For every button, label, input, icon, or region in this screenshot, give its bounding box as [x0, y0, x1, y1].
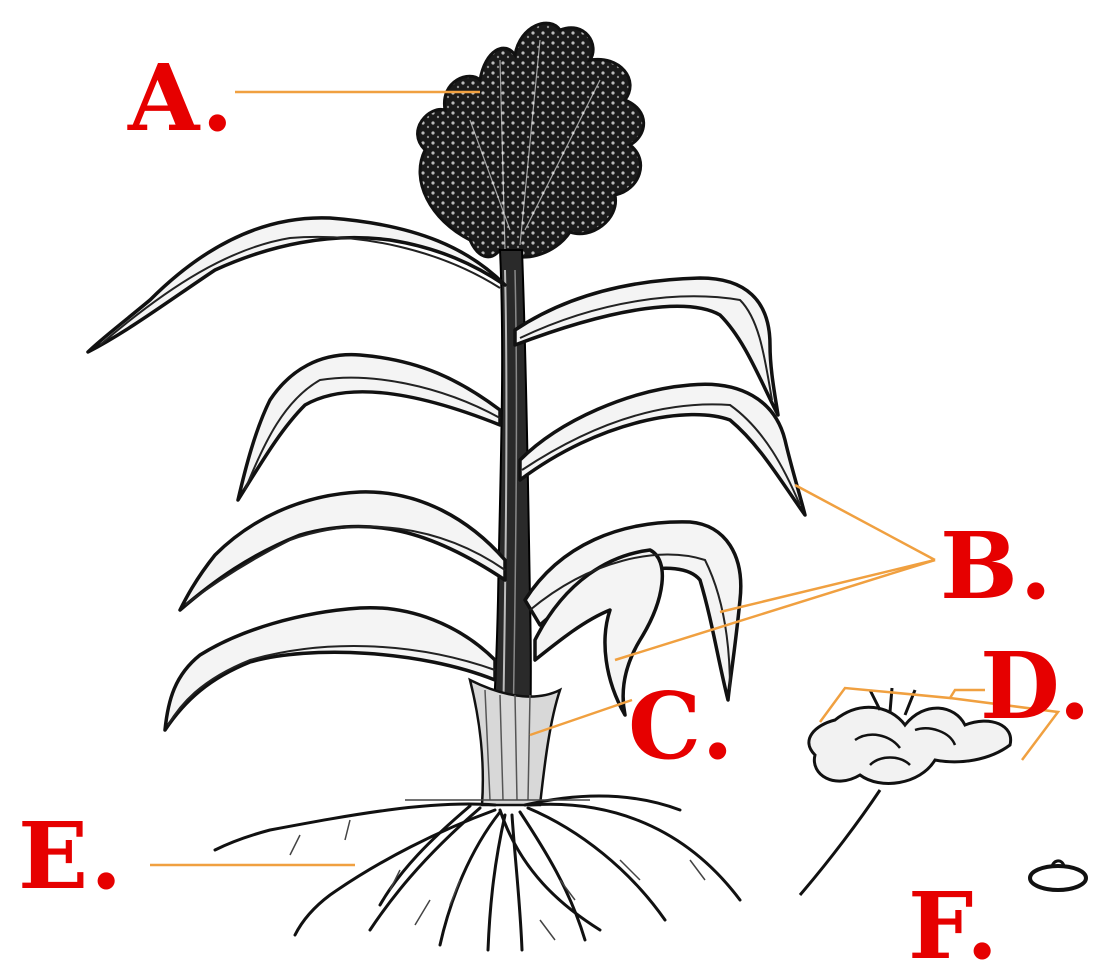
seed [1030, 861, 1086, 890]
leader-line-b2 [720, 560, 935, 612]
label-e: E. [18, 810, 124, 902]
roots [215, 796, 740, 950]
panicle [418, 23, 644, 257]
label-c: C. [628, 680, 736, 772]
leaves [88, 218, 805, 730]
label-b: B. [940, 520, 1054, 612]
label-f: F. [908, 880, 1000, 972]
sorghum-plant-diagram: A. B. C. D. E. F. [0, 0, 1120, 960]
leader-line-b1 [795, 485, 935, 560]
label-d: D. [980, 640, 1093, 732]
label-a: A. [128, 52, 235, 144]
